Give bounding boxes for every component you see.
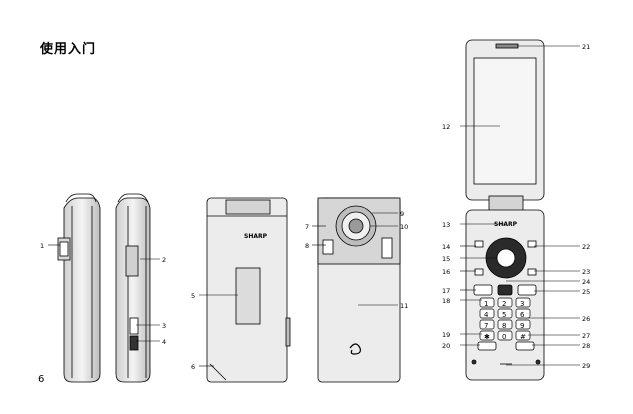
callout-11: 11 <box>400 302 408 310</box>
svg-text:9: 9 <box>520 322 524 330</box>
page-heading: 使用入门 <box>40 42 97 57</box>
callout-28: 28 <box>582 342 590 350</box>
callout-3: 3 <box>162 322 166 330</box>
key-1: 1 <box>479 297 495 308</box>
callout-27: 27 <box>582 332 590 340</box>
svg-text:✱: ✱ <box>484 333 490 341</box>
callout-14: 14 <box>442 243 450 251</box>
callout-20: 20 <box>442 342 450 350</box>
callout-2: 2 <box>162 256 166 264</box>
phone-closed-front-view <box>206 197 291 383</box>
svg-text:0: 0 <box>502 333 506 341</box>
callout-18: 18 <box>442 297 450 305</box>
key-star: ✱ <box>479 330 495 341</box>
callout-19: 19 <box>442 331 450 339</box>
svg-text:5: 5 <box>502 311 506 319</box>
callout-5: 5 <box>191 292 195 300</box>
callout-4: 4 <box>162 338 166 346</box>
callout-24: 24 <box>582 278 590 286</box>
svg-text:8: 8 <box>502 322 506 330</box>
key-7: 7 <box>479 319 495 330</box>
callout-labels: 1 2 3 4 5 6 7 8 9 10 11 12 13 14 15 16 1… <box>40 43 590 371</box>
callout-25: 25 <box>582 288 590 296</box>
brand-logo-front: SHARP <box>244 233 268 240</box>
svg-text:4: 4 <box>484 311 489 319</box>
callout-10: 10 <box>400 223 408 231</box>
leader-lines <box>48 45 580 367</box>
svg-text:6: 6 <box>520 311 525 319</box>
key-6: 6 <box>515 308 531 319</box>
key-hash: # <box>515 330 531 341</box>
phone-back-view <box>317 197 401 383</box>
callout-6: 6 <box>191 363 195 371</box>
callout-12: 12 <box>442 123 450 131</box>
callout-1: 1 <box>40 242 44 250</box>
key-0: 0 <box>497 330 513 341</box>
callout-9: 9 <box>400 210 404 218</box>
svg-text:3: 3 <box>520 300 524 308</box>
callout-17: 17 <box>442 287 450 295</box>
key-8: 8 <box>497 319 513 330</box>
svg-text:2: 2 <box>502 300 506 308</box>
callout-23: 23 <box>582 268 590 276</box>
callout-22: 22 <box>582 243 590 251</box>
callout-21: 21 <box>582 43 590 51</box>
key-3: 3 <box>515 297 531 308</box>
callout-8: 8 <box>305 242 309 250</box>
page-number: 6 <box>38 374 45 385</box>
callout-26: 26 <box>582 315 590 323</box>
key-9: 9 <box>515 319 531 330</box>
svg-text:7: 7 <box>484 322 488 330</box>
key-5: 5 <box>497 308 513 319</box>
brand-logo-open: SHARP <box>494 221 518 228</box>
callout-13: 13 <box>442 221 450 229</box>
callout-7: 7 <box>305 223 309 231</box>
callout-29: 29 <box>582 362 590 370</box>
phone-side-view-right <box>115 193 151 383</box>
callout-16: 16 <box>442 268 450 276</box>
key-2: 2 <box>497 297 513 308</box>
phone-side-view-left <box>57 193 101 383</box>
callout-15: 15 <box>442 255 450 263</box>
key-4: 4 <box>479 308 495 319</box>
svg-text:#: # <box>520 333 526 341</box>
svg-text:1: 1 <box>484 300 488 308</box>
keypad: 1 2 3 4 5 6 7 8 9 ✱ 0 # <box>479 297 531 341</box>
